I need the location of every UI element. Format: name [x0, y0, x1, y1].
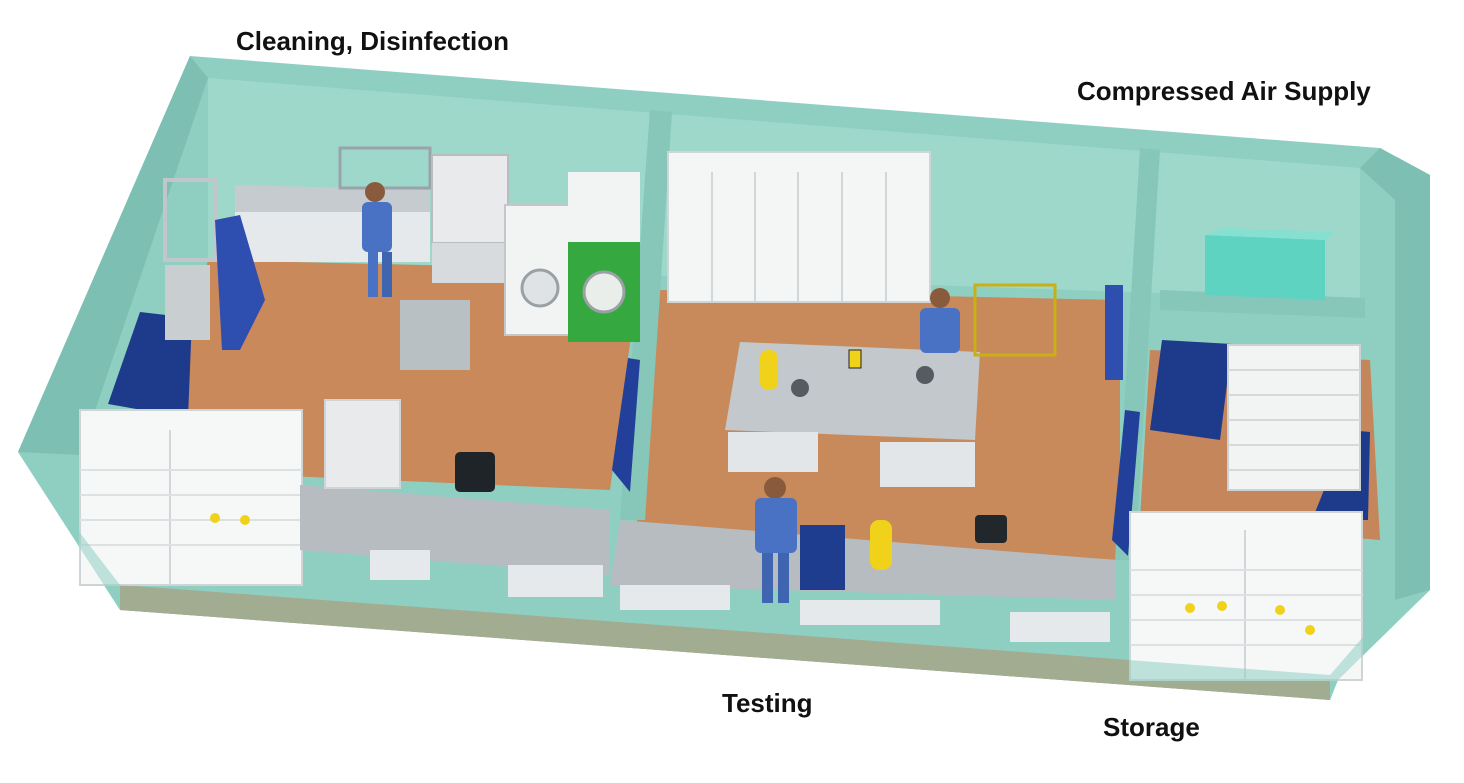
test-table-top [725, 342, 980, 440]
equipment-trolley [400, 300, 470, 370]
worker-testing-back [920, 288, 960, 353]
mask-shelf-back [1227, 344, 1361, 491]
door-storage-air [1150, 340, 1232, 440]
left-wall [18, 56, 208, 455]
mask-drying-stand [215, 215, 265, 350]
washing-machine-door-icon [520, 268, 560, 308]
shelf-left-front [79, 409, 303, 586]
wall-cabinet-unit [165, 265, 210, 340]
drying-cabinet [431, 154, 509, 244]
air-compressor-top [1205, 228, 1335, 240]
stored-mask [240, 515, 250, 525]
office-chair [975, 515, 1007, 543]
zone-label-cleaning-disinfection: Cleaning, Disinfection [236, 26, 510, 56]
stored-mask [1305, 625, 1315, 635]
front-counter-base [800, 600, 940, 625]
testing-room-equipment [610, 151, 1123, 642]
compressed-air-room-equipment [1205, 228, 1335, 300]
front-counter-base [620, 585, 730, 610]
zone-label-testing: Testing [722, 688, 813, 718]
breathing-apparatus-cylinder [760, 350, 778, 390]
cleaning-desk-base [508, 565, 603, 597]
test-table-base-left [728, 432, 818, 472]
stored-mask [1217, 601, 1227, 611]
breathing-apparatus-cylinder [870, 520, 892, 570]
worker-cleaning [362, 182, 392, 297]
cleaning-front-furniture [79, 399, 610, 597]
test-table-base-right [880, 442, 975, 487]
face-mask [916, 366, 934, 384]
stored-mask [1185, 603, 1195, 613]
stored-mask [210, 513, 220, 523]
desk-cabinet [324, 399, 401, 489]
door-testing-storage [1112, 410, 1140, 556]
front-test-counter [610, 520, 1115, 600]
dish-rack [338, 146, 432, 190]
drying-cabinet-base [432, 243, 508, 283]
front-wall-glass [18, 452, 1430, 700]
front-counter-base [1010, 612, 1110, 642]
right-wall [1360, 148, 1430, 600]
zone-label-storage: Storage [1103, 712, 1200, 742]
cleaning-room-equipment [163, 146, 640, 370]
cleaning-desk-base [370, 550, 430, 580]
test-device [800, 525, 845, 590]
face-mask [791, 379, 809, 397]
air-compressor-unit [1205, 235, 1325, 300]
breathing-apparatus-cylinder [848, 349, 862, 369]
zone-label-compressed-air-supply: Compressed Air Supply [1077, 76, 1371, 106]
door-cleaning-testing [612, 358, 640, 492]
office-chair [455, 452, 495, 492]
stored-mask [1275, 605, 1285, 615]
green-washer-door-icon [582, 270, 626, 314]
worker-testing-front [755, 477, 797, 603]
sink-counter-base [235, 212, 430, 262]
green-washer-top [568, 172, 640, 242]
cylinder-rack [973, 283, 1057, 357]
storage-equipment [1129, 344, 1363, 681]
wall-mask-rack [1105, 285, 1123, 380]
